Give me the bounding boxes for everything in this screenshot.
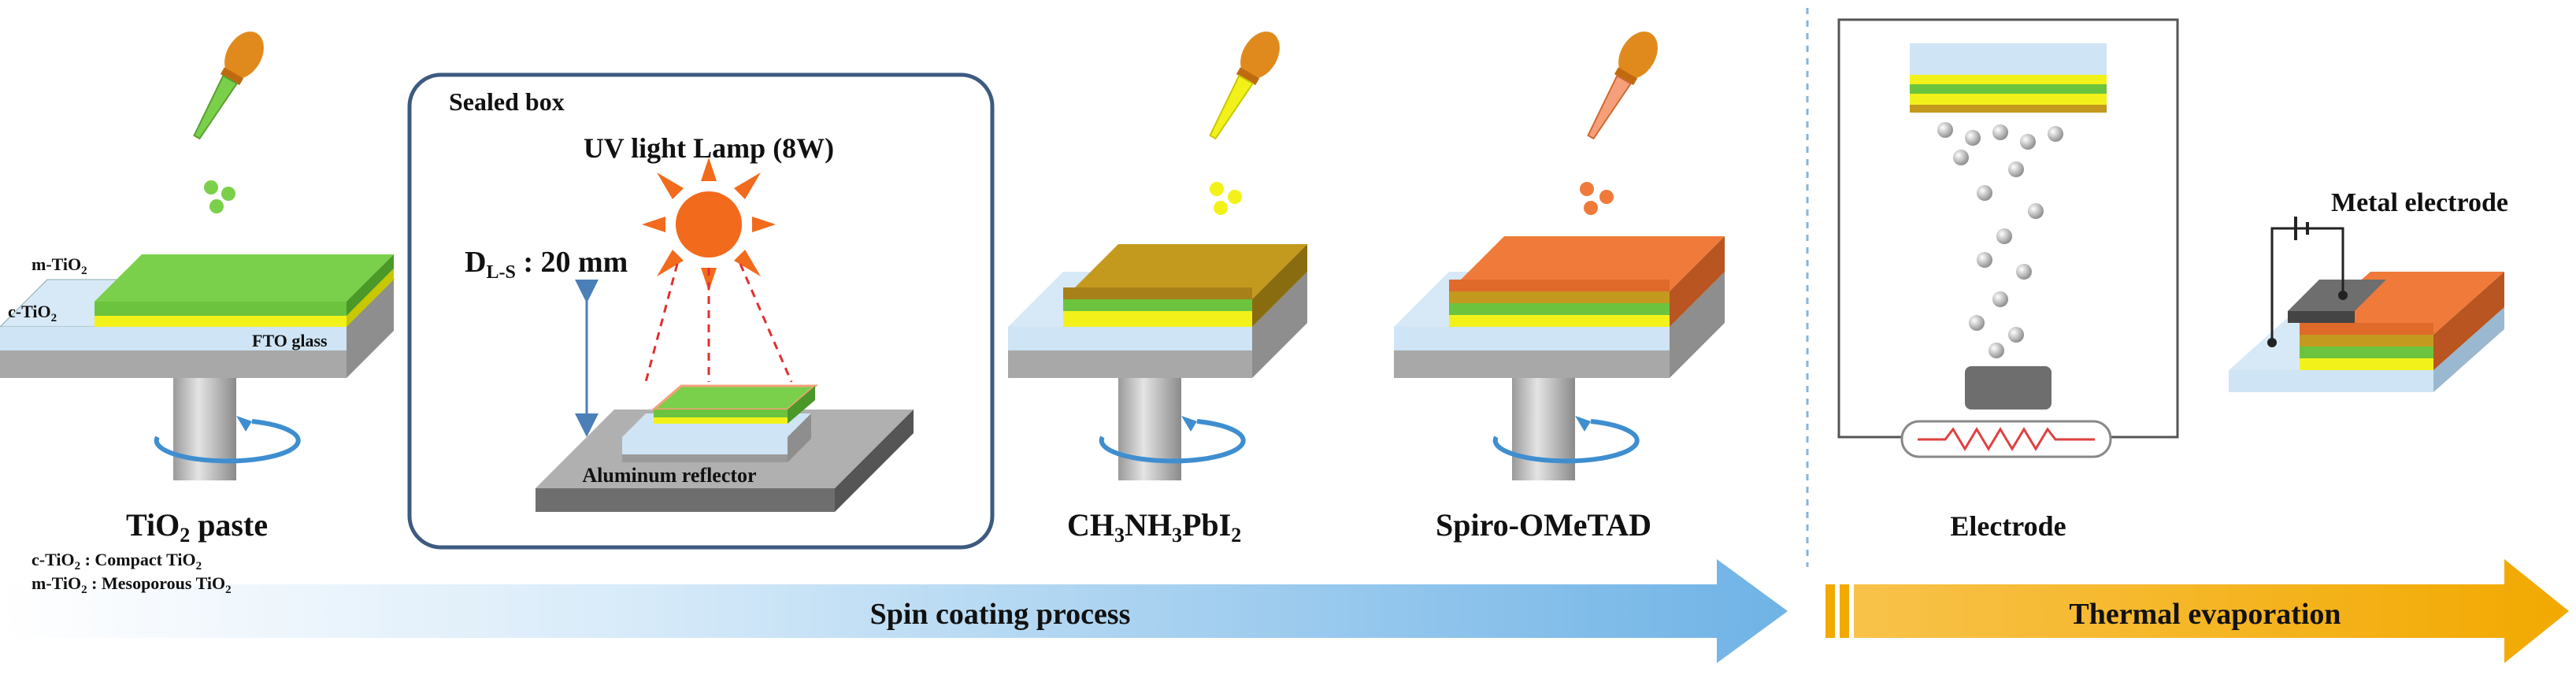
- spin-arrow-icon: [1099, 416, 1246, 464]
- resistor-icon: [1918, 427, 2095, 451]
- spin-coating-arrow: Spin coating process: [0, 559, 1788, 663]
- c-tio2-legend: c-TiO2 : Compact TiO2: [32, 550, 202, 573]
- dropper-icon: [1587, 32, 1658, 140]
- thermal-evaporation-arrow: Thermal evaporation: [1825, 559, 2569, 663]
- battery-icon: [2294, 217, 2309, 240]
- final-device: Metal electrode: [2229, 188, 2508, 392]
- dls-label: DL-S : 20 mm: [465, 246, 628, 283]
- c-tio2-label: c-TiO2: [8, 302, 57, 324]
- spiro-label: Spiro-OMeTAD: [1436, 507, 1651, 543]
- spin-coating-label: Spin coating process: [870, 598, 1131, 631]
- evaporation-chamber: Electrode: [1837, 18, 2179, 542]
- dropper-icon: [1209, 32, 1280, 140]
- m-tio2-legend: m-TiO2 : Mesoporous TiO2: [32, 573, 232, 596]
- perovskite-label: CH3NH3PbI2: [1067, 507, 1241, 547]
- stage-spiro: Spiro-OMeTAD: [1394, 32, 1725, 543]
- electrode-label: Electrode: [1950, 510, 2066, 542]
- stage-perovskite: CH3NH3PbI2: [1008, 32, 1307, 547]
- aluminum-reflector-label: Aluminum reflector: [582, 464, 756, 487]
- fto-glass-label: FTO glass: [252, 331, 328, 350]
- thermal-evaporation-label: Thermal evaporation: [2069, 598, 2341, 631]
- sample-under-uv: [622, 384, 819, 462]
- metal-particles: [1937, 122, 2063, 358]
- sealed-box: Sealed box UV light Lamp (8W) DL-S : 20 …: [407, 72, 995, 550]
- spin-arrow-icon: [154, 416, 301, 464]
- stage-tio2: m-TiO2 c-TiO2 FTO glass TiO2 paste c-TiO…: [0, 32, 395, 596]
- spin-arrow-icon: [1492, 416, 1640, 464]
- metal-electrode-label: Metal electrode: [2331, 188, 2508, 217]
- dropper-icon: [193, 32, 264, 140]
- sealed-box-label: Sealed box: [449, 87, 565, 116]
- sun-icon: [642, 158, 776, 291]
- m-tio2-label: m-TiO2: [32, 254, 87, 277]
- tio2-paste-label: TiO2 paste: [126, 507, 268, 547]
- uv-beams: [644, 263, 793, 383]
